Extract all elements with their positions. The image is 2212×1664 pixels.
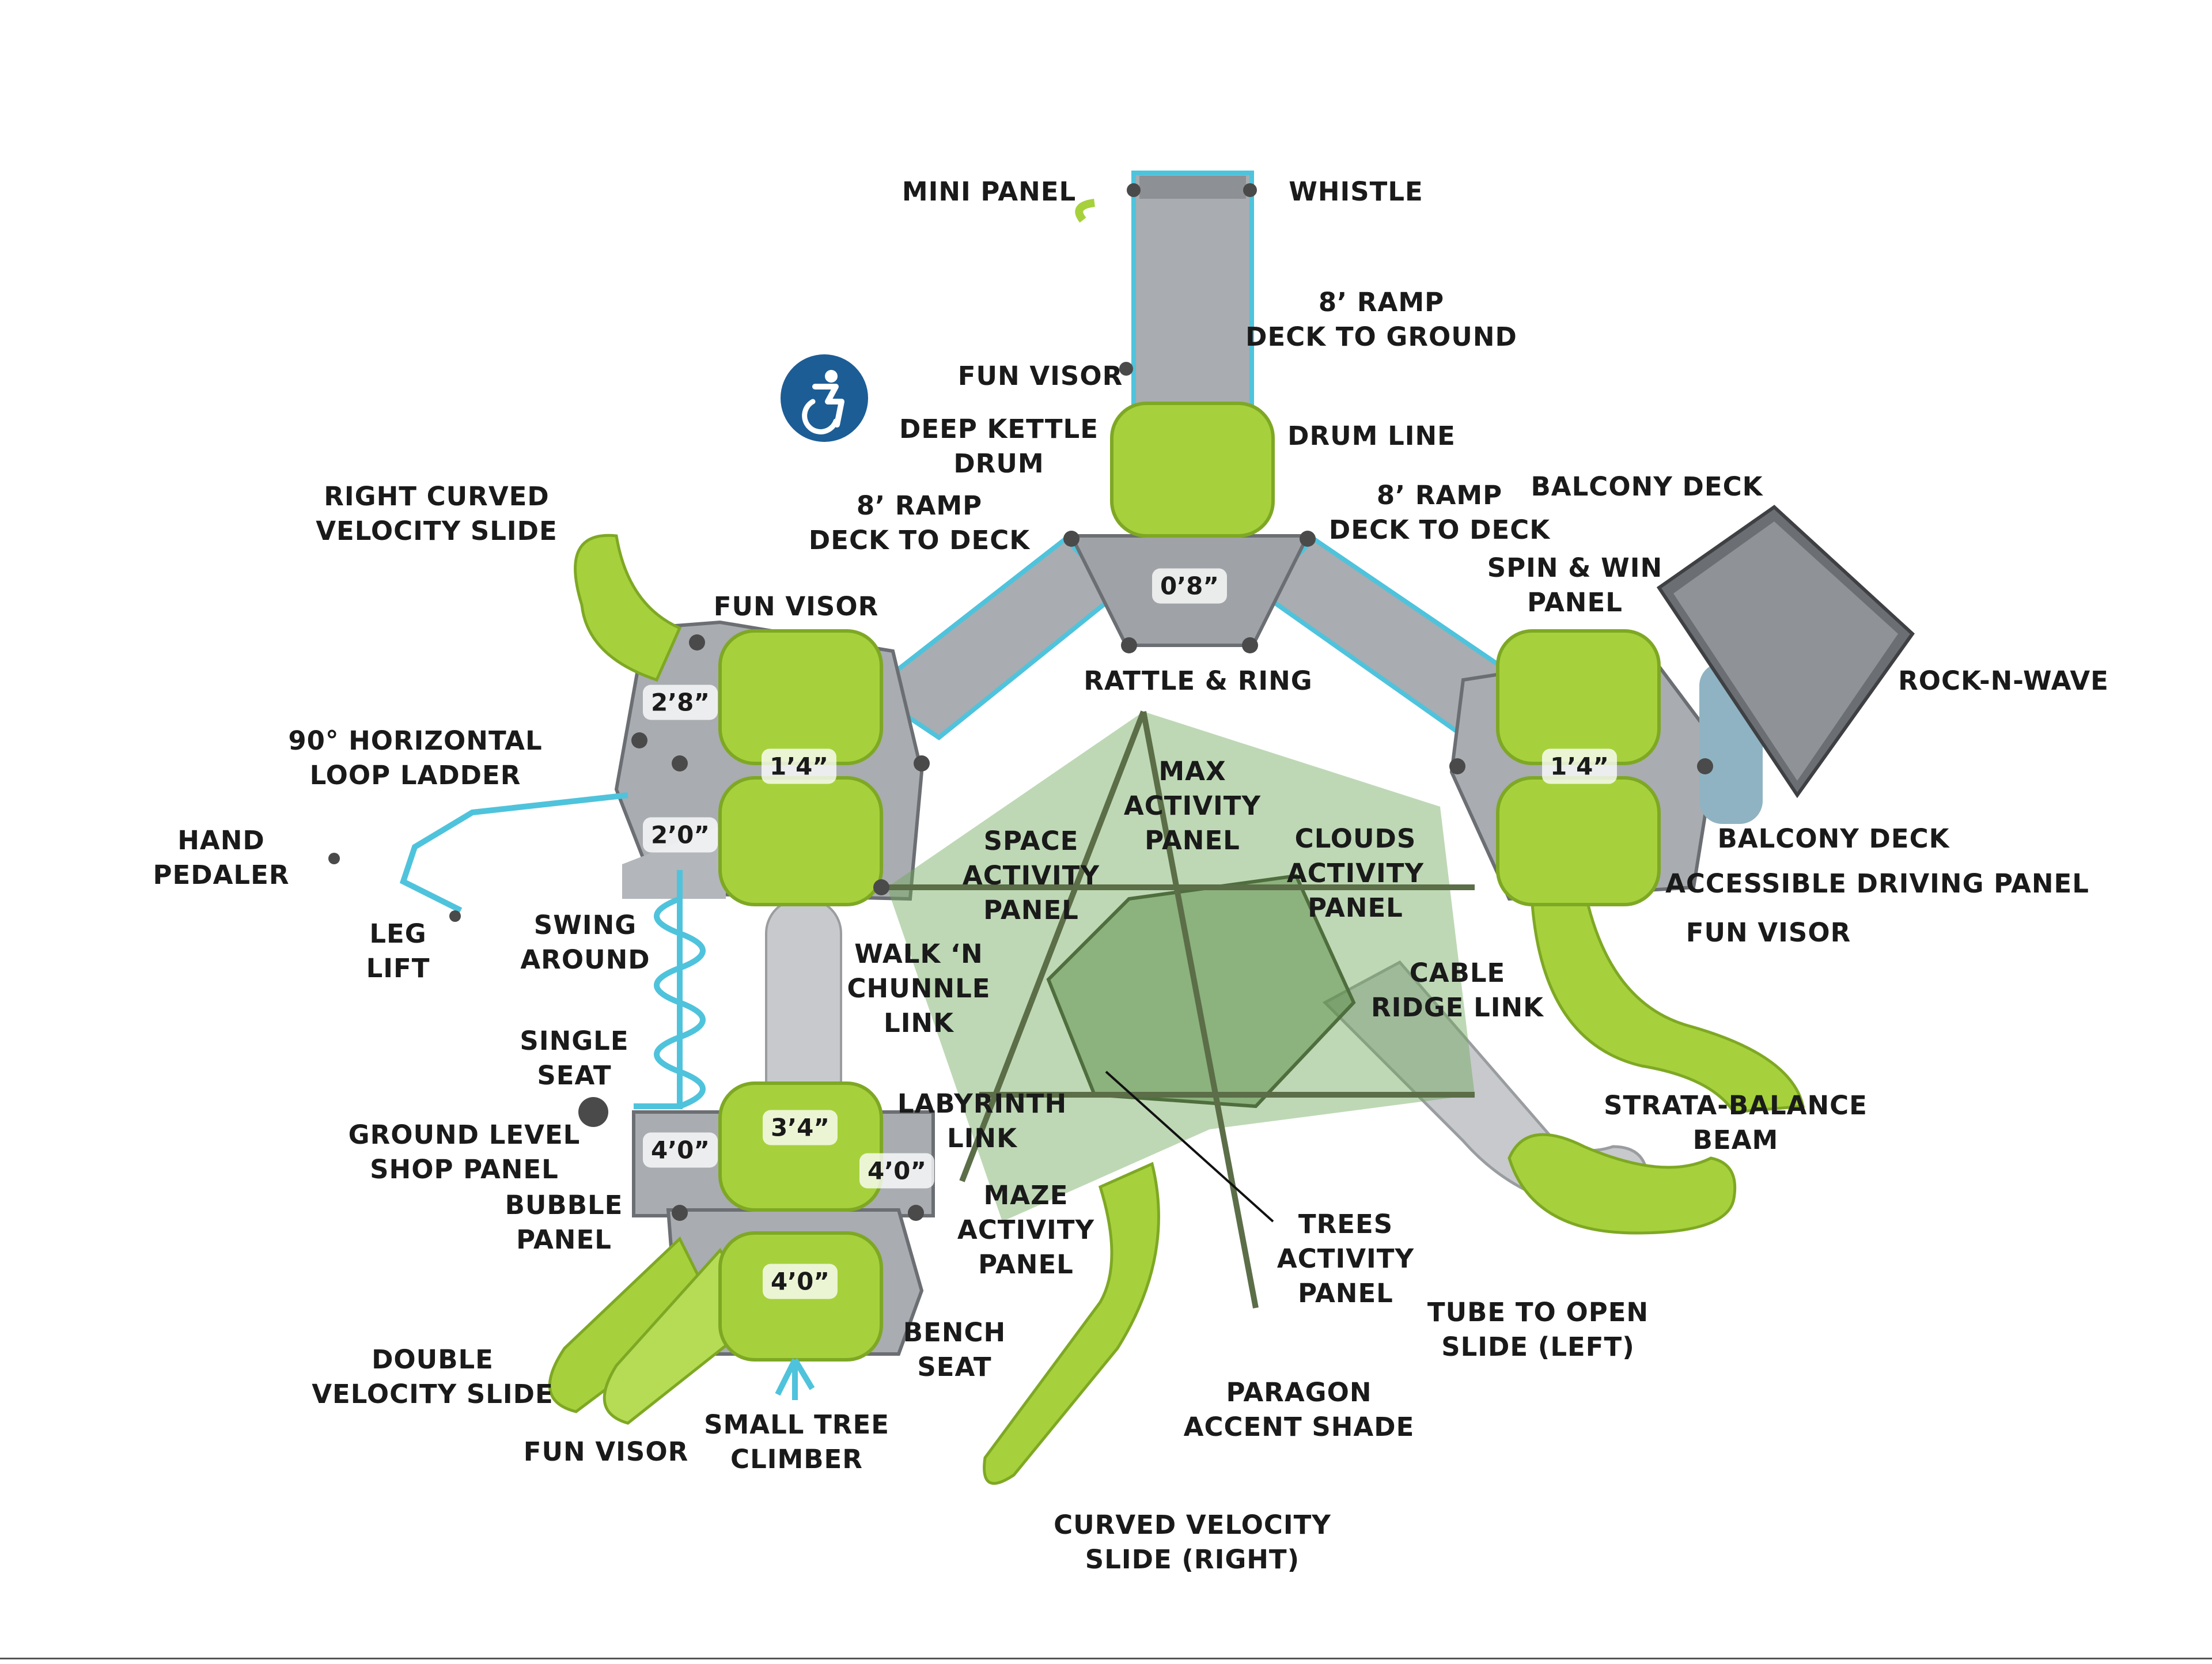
deck-height-4-0-right: 4’0”: [859, 1153, 935, 1189]
label-loop-ladder: 90° HORIZONTAL LOOP LADDER: [288, 725, 543, 791]
deck-height-4-0-left: 4’0”: [642, 1132, 718, 1168]
label-drum-line: DRUM LINE: [1287, 421, 1456, 451]
deck-height-left-mid: 1’4”: [761, 748, 837, 784]
label-max-activity-panel: MAX ACTIVITY PANEL: [1123, 756, 1262, 856]
label-trees-activity-panel: TREES ACTIVITY PANEL: [1277, 1209, 1415, 1308]
label-space-activity-panel: SPACE ACTIVITY PANEL: [962, 826, 1100, 925]
label-fun-visor-top: FUN VISOR: [957, 361, 1123, 391]
deck-height-left-top: 2’8”: [642, 684, 718, 720]
fun-visors: [718, 402, 1661, 1362]
deck-height-3-4: 3’4”: [762, 1110, 838, 1145]
loop-ladder-and-climbers: [399, 792, 815, 1400]
label-curved-velocity-slide-right: CURVED VELOCITY SLIDE (RIGHT): [1054, 1510, 1331, 1575]
wheelchair-icon: [802, 370, 844, 434]
deck-height-left-lower: 2’0”: [642, 817, 718, 853]
label-mini-panel: MINI PANEL: [902, 176, 1077, 207]
label-balcony-deck-top: BALCONY DECK: [1531, 471, 1763, 502]
label-labyrinth-link: LABYRINTH LINK: [897, 1088, 1067, 1154]
label-double-velocity-slide: DOUBLE VELOCITY SLIDE: [312, 1344, 554, 1409]
ramp-to-ground: [1075, 171, 1254, 440]
label-hand-pedaler: HAND PEDALER: [153, 825, 290, 890]
label-swing-around: SWING AROUND: [520, 910, 650, 975]
label-clouds-activity-panel: CLOUDS ACTIVITY PANEL: [1286, 823, 1425, 923]
label-leg-lift: LEG LIFT: [366, 918, 430, 984]
label-bench-seat: BENCH SEAT: [903, 1317, 1006, 1382]
deck-height-4-0-bottom: 4’0”: [762, 1264, 838, 1299]
paragon-accent-shade: [887, 710, 1475, 1308]
deck-height-center: 0’8”: [1152, 568, 1228, 604]
slides: [548, 534, 1805, 1485]
label-fun-visor-bottom: FUN VISOR: [523, 1436, 689, 1467]
label-small-tree-climber: SMALL TREE CLIMBER: [704, 1409, 889, 1474]
label-ground-level-shop-panel: GROUND LEVEL SHOP PANEL: [348, 1120, 581, 1185]
label-strata-balance-beam: STRATA-BALANCE BEAM: [1604, 1090, 1868, 1155]
label-spin-win-panel: SPIN & WIN PANEL: [1487, 553, 1663, 618]
label-single-seat: SINGLE SEAT: [520, 1026, 629, 1091]
label-balcony-deck-right: BALCONY DECK: [1717, 823, 1950, 854]
bottom-rule: [0, 1658, 2212, 1659]
label-maze-activity-panel: MAZE ACTIVITY PANEL: [957, 1180, 1095, 1280]
label-ramp-to-ground: 8’ RAMP DECK TO GROUND: [1245, 287, 1517, 352]
label-fun-visor-left: FUN VISOR: [713, 591, 879, 622]
label-rock-n-wave: ROCK-N-WAVE: [1898, 665, 2109, 696]
label-walk-n-chunnle-link: WALK ‘N CHUNNLE LINK: [847, 939, 991, 1038]
label-right-curved-velocity-slide: RIGHT CURVED VELOCITY SLIDE: [316, 481, 558, 546]
label-tube-to-open-slide: TUBE TO OPEN SLIDE (LEFT): [1427, 1297, 1649, 1362]
label-cable-ridge-link: CABLE RIDGE LINK: [1370, 958, 1544, 1023]
balcony-deck-rock-n-wave: [1656, 505, 1915, 799]
label-ramp-deck-to-deck-left: 8’ RAMP DECK TO DECK: [808, 490, 1031, 555]
posts: [328, 183, 1713, 1221]
label-fun-visor-right: FUN VISOR: [1685, 917, 1851, 948]
accessibility-icon: [781, 354, 868, 442]
label-bubble-panel: BUBBLE PANEL: [505, 1190, 623, 1255]
deck-height-right: 1’4”: [1541, 748, 1618, 784]
label-ramp-deck-to-deck-right: 8’ RAMP DECK TO DECK: [1328, 480, 1551, 545]
label-paragon-accent-shade: PARAGON ACCENT SHADE: [1183, 1377, 1415, 1442]
label-accessible-driving-panel: ACCESSIBLE DRIVING PANEL: [1665, 868, 2089, 899]
label-whistle: WHISTLE: [1289, 176, 1423, 207]
label-rattle-ring: RATTLE & RING: [1084, 665, 1313, 696]
label-deep-kettle-drum: DEEP KETTLE DRUM: [899, 414, 1099, 479]
